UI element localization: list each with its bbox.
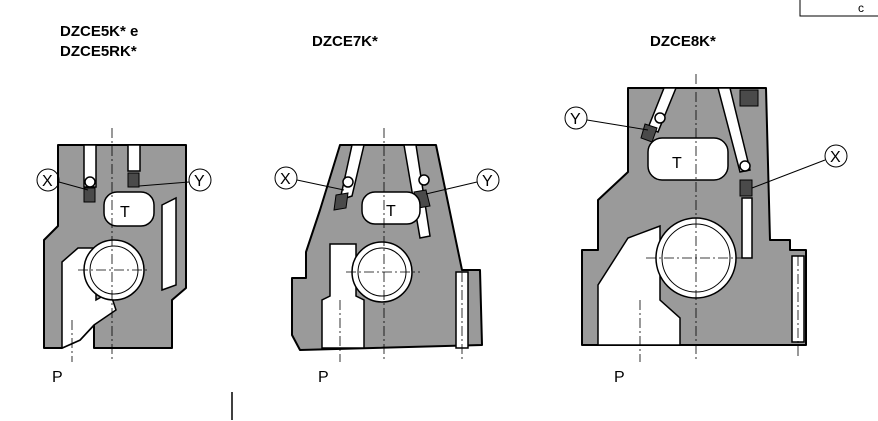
y-indicator [418,174,430,186]
x-leader [751,159,826,189]
y-channel [647,87,678,133]
vertical-bore [741,197,753,259]
y-channel [127,144,141,172]
view-dzce8k: DZCE8K* T Y X P [564,33,848,386]
view-title: DZCE8K* [650,33,716,50]
y-callout-circle [564,106,588,130]
t-label: T [386,203,396,220]
t-port [647,137,729,181]
corner-box: c [799,0,878,17]
view-dzce5k: DZCE5K* e DZCE5RK* T X Y P [36,23,212,386]
x-callout-label: X [280,171,291,188]
y-callout-circle [188,168,212,192]
x-leader [58,181,89,191]
view-title: DZCE7K* [312,33,378,50]
t-label: T [120,204,130,221]
corner-box-text: c [858,1,864,15]
t-port [361,191,421,225]
p-label: P [614,369,625,386]
y-plug [127,172,140,188]
x-plug [739,179,753,197]
y-indicator [654,112,666,124]
view-title-line2: DZCE5RK* [60,43,137,60]
x-indicator [84,176,96,188]
x-callout-circle [36,168,60,192]
p-label: P [52,369,63,386]
y-leader [138,181,190,187]
x-callout-label: X [830,149,841,166]
p-label: P [318,369,329,386]
y-callout-label: Y [570,111,581,128]
x-channel [717,87,751,173]
x-plug [83,187,96,203]
y-callout-label: Y [482,173,493,190]
x-callout-circle [274,166,298,190]
view-title-line1: DZCE5K* e [60,23,138,40]
x-leader [296,179,345,191]
x-indicator [342,176,354,188]
x-callout-circle [824,144,848,168]
t-label: T [672,155,682,172]
view-dzce7k: DZCE7K* T X Y P [274,33,500,386]
y-callout-circle [476,168,500,192]
y-callout-label: Y [194,173,205,190]
x-indicator [739,160,751,172]
top-plug [739,89,759,107]
x-callout-label: X [42,173,53,190]
y-leader [586,119,649,131]
side-slot [161,196,177,292]
y-leader [425,181,478,195]
t-port [103,191,155,227]
x-plug [333,192,349,211]
